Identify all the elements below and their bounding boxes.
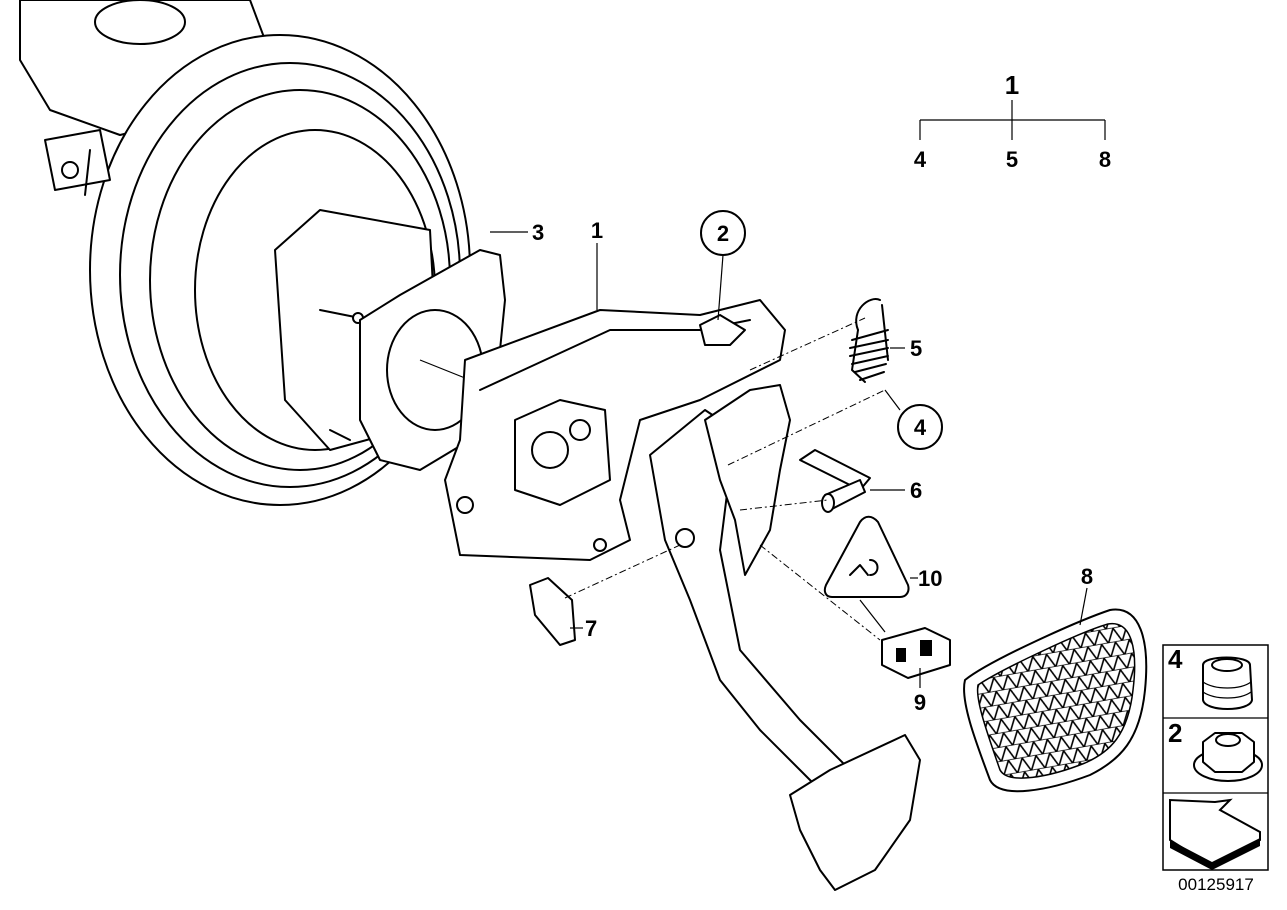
tree-child-label: 4 (914, 147, 927, 172)
callout-9: 9 (914, 690, 926, 715)
callout-6: 6 (910, 478, 922, 503)
callout-1: 1 (591, 218, 603, 243)
callout-4: 4 (914, 415, 927, 440)
pin-part-6 (799, 449, 871, 513)
hierarchy-tree: 1 4 5 8 (914, 70, 1111, 172)
tree-child-label: 5 (1006, 147, 1018, 172)
tree-parent-label: 1 (1005, 70, 1019, 100)
diagram-id: 00125917 (1178, 875, 1254, 894)
callout-8: 8 (1081, 564, 1093, 589)
pedal-bracket-part-1 (444, 299, 786, 561)
rubber-buffer-icon (1202, 656, 1253, 710)
brake-pedal (649, 384, 921, 891)
legend-panel: 4 2 (1162, 644, 1269, 871)
hex-nut-icon (1193, 732, 1263, 782)
callout-circle-4 (897, 404, 943, 450)
legend-label-4: 4 (1168, 644, 1183, 674)
leader-lines (490, 231, 1088, 688)
clip-part-7 (529, 577, 576, 646)
callout-2: 2 (717, 221, 729, 246)
triangle-symbol-part-10 (823, 515, 910, 598)
callout-10: 10 (918, 566, 942, 591)
brake-light-switch-part-9 (881, 627, 951, 679)
pedal-pad-part-8 (963, 608, 1148, 793)
callout-circle-2 (700, 210, 746, 256)
direction-arrow-icon (1169, 798, 1261, 870)
spring-part-5 (849, 298, 889, 383)
callout-7: 7 (585, 616, 597, 641)
callout-5: 5 (910, 336, 922, 361)
tree-child-label: 8 (1099, 147, 1111, 172)
callout-3: 3 (532, 220, 544, 245)
legend-label-2: 2 (1168, 718, 1182, 748)
